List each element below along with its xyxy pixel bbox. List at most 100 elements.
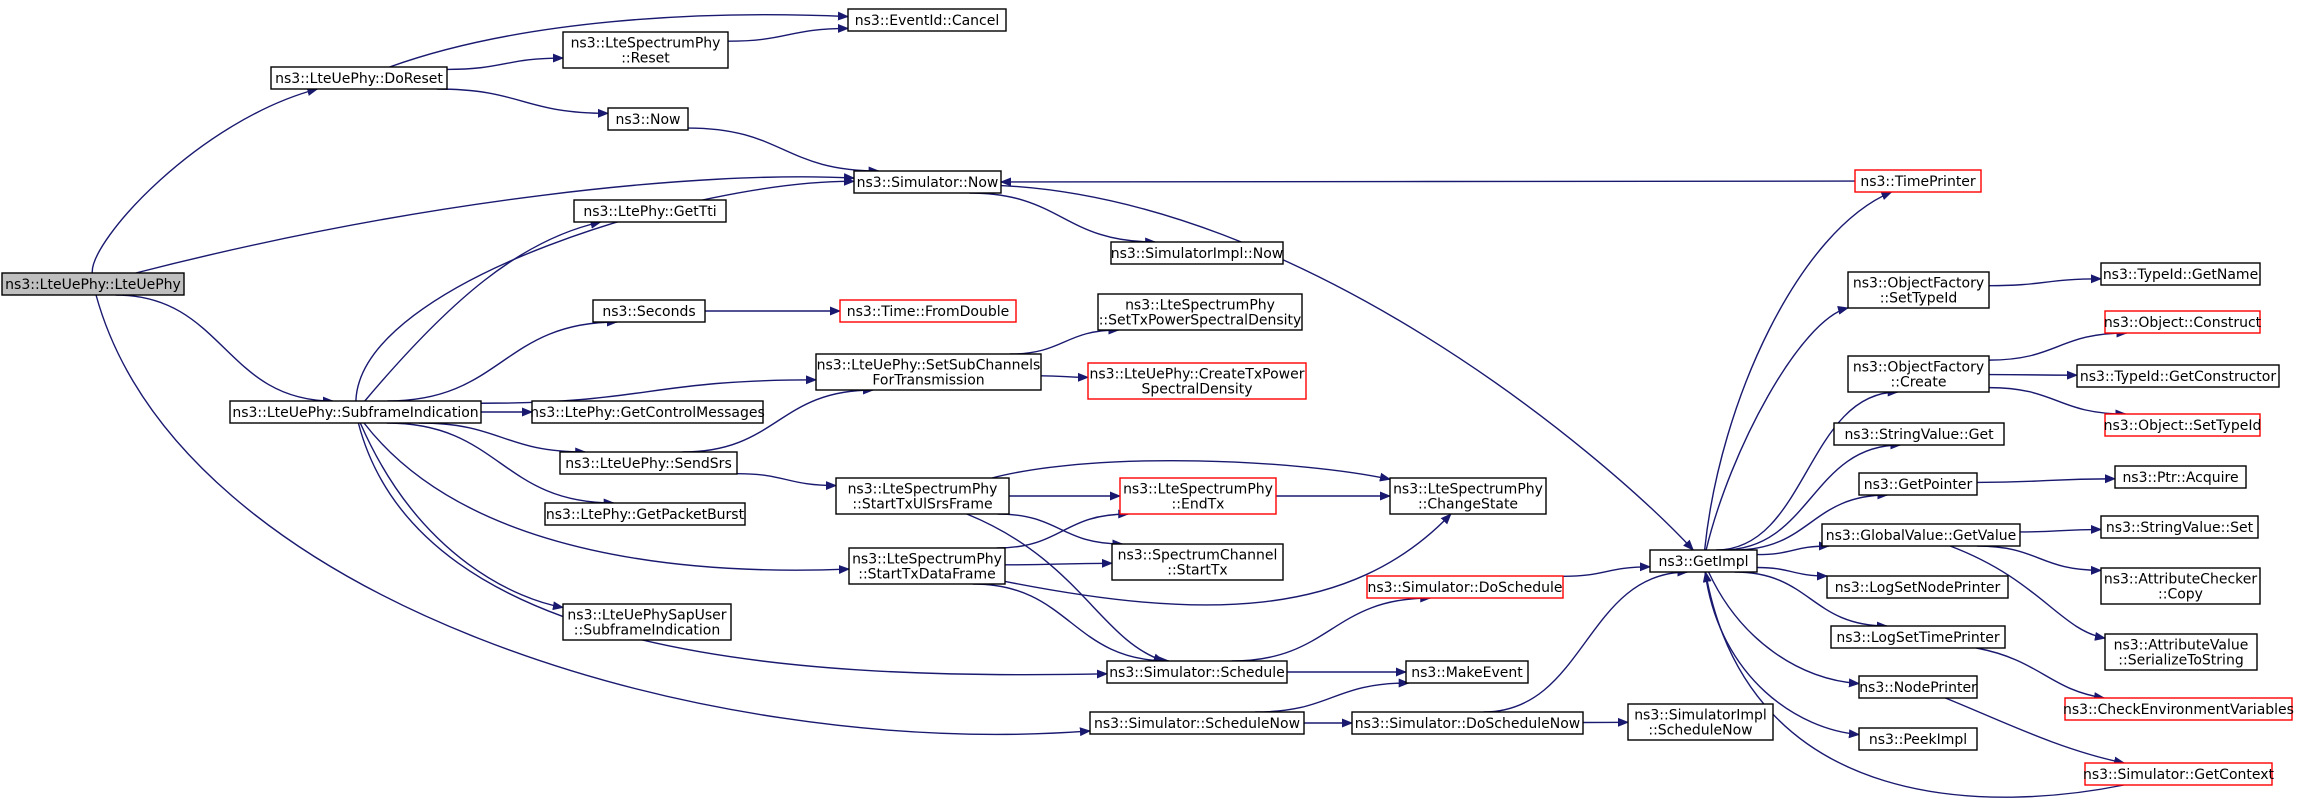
node-label: ns3::LteUePhy::SubframeIndication <box>232 405 478 421</box>
node-label: ns3::LtePhy::GetControlMessages <box>530 405 765 421</box>
node-strvalset[interactable]: ns3::StringValue::Set <box>2100 515 2259 539</box>
edge-sendsrs-to-setsubch <box>682 385 875 453</box>
edge-getimpl-to-lognodeprinter <box>1756 566 1829 581</box>
node-box <box>1854 169 1982 193</box>
node-root[interactable]: ns3::LteUePhy::LteUePhy <box>1 272 185 296</box>
node-starttxul[interactable]: ns3::LteSpectrumPhy::StartTxUlSrsFrame <box>835 477 1010 515</box>
node-fromdouble[interactable]: ns3::Time::FromDouble <box>839 299 1017 323</box>
node-makeevent[interactable]: ns3::MakeEvent <box>1405 660 1529 684</box>
node-strvalget[interactable]: ns3::StringValue::Get <box>1833 422 2005 446</box>
node-objconstruct[interactable]: ns3::Object::Construct <box>2104 310 2262 334</box>
node-objsettypeid[interactable]: ns3::Object::SetTypeId <box>2104 413 2262 437</box>
node-seconds[interactable]: ns3::Seconds <box>592 299 706 323</box>
node-subframe[interactable]: ns3::LteUePhy::SubframeIndication <box>229 400 482 424</box>
node-schedule[interactable]: ns3::Simulator::Schedule <box>1106 660 1288 684</box>
edge-ofsettypeid-to-typeidgetname <box>1988 274 2103 287</box>
node-createtxpsd[interactable]: ns3::LteUePhy::CreateTxPowerSpectralDens… <box>1087 362 1307 400</box>
node-specreset[interactable]: ns3::LteSpectrumPhy::Reset <box>562 31 729 69</box>
edge-subframe-to-sapuser <box>359 422 565 611</box>
node-label: ns3::LteUePhy::DoReset <box>275 71 443 87</box>
node-attrcopy[interactable]: ns3::AttributeChecker::Copy <box>2100 567 2261 605</box>
edge-setsubch-to-createtxpsd <box>1040 372 1090 382</box>
node-label: ns3::LtePhy::GetPacketBurst <box>546 507 745 523</box>
node-label: ns3::LteUePhy::CreateTxPower <box>1090 367 1305 383</box>
node-box <box>815 353 1042 391</box>
node-box <box>607 107 689 131</box>
node-box <box>2064 697 2293 721</box>
edge-root-to-simnow <box>135 173 856 274</box>
node-getctrl[interactable]: ns3::LtePhy::GetControlMessages <box>530 400 765 424</box>
node-checkenv[interactable]: ns3::CheckEnvironmentVariables <box>2063 697 2294 721</box>
node-getimpl[interactable]: ns3::GetImpl <box>1649 549 1758 573</box>
node-simnow[interactable]: ns3::Simulator::Now <box>853 170 1002 194</box>
edge-subframe-to-seconds <box>387 317 619 402</box>
node-changestate[interactable]: ns3::LteSpectrumPhy::ChangeState <box>1389 477 1547 515</box>
node-settxpsd[interactable]: ns3::LteSpectrumPhy::SetTxPowerSpectralD… <box>1097 293 1303 331</box>
node-logtimeprinter[interactable]: ns3::LogSetTimePrinter <box>1830 625 2006 649</box>
node-label: ns3::LogSetTimePrinter <box>1836 630 2000 646</box>
node-nodeprinter[interactable]: ns3::NodePrinter <box>1858 675 1978 699</box>
node-gvgetvalue[interactable]: ns3::GlobalValue::GetValue <box>1821 523 2021 547</box>
node-specchan[interactable]: ns3::SpectrumChannel::StartTx <box>1111 543 1284 581</box>
node-doreset[interactable]: ns3::LteUePhy::DoReset <box>270 66 448 90</box>
node-box <box>2104 633 2258 671</box>
node-typeidgetname[interactable]: ns3::TypeId::GetName <box>2100 262 2261 286</box>
node-endtx[interactable]: ns3::LteSpectrumPhy::EndTx <box>1119 477 1277 515</box>
node-implschednow[interactable]: ns3::SimulatorImpl::ScheduleNow <box>1627 703 1774 741</box>
edge-starttxdata-to-changestate <box>1004 513 1452 606</box>
node-box <box>531 400 764 424</box>
node-ofsettypeid[interactable]: ns3::ObjectFactory::SetTypeId <box>1847 271 1990 309</box>
node-doschedulenow[interactable]: ns3::Simulator::DoScheduleNow <box>1351 711 1584 735</box>
node-getconstructor[interactable]: ns3::TypeId::GetConstructor <box>2076 364 2280 388</box>
node-label: ns3::LteSpectrumPhy <box>1393 482 1543 498</box>
node-doschedule[interactable]: ns3::Simulator::DoSchedule <box>1366 575 1564 599</box>
edge-nodeprinter-to-getcontext <box>1945 697 2126 766</box>
node-ofcreate[interactable]: ns3::ObjectFactory::Create <box>1847 355 1990 393</box>
node-attrserial[interactable]: ns3::AttributeValue::SerializeToString <box>2104 633 2258 671</box>
edge-doschedule-to-getimpl <box>1562 562 1652 578</box>
node-label: ::Reset <box>621 51 670 67</box>
edge-root-to-schedulenow <box>95 294 1092 737</box>
node-sapuser[interactable]: ns3::LteUePhySapUser::SubframeIndication <box>562 603 732 641</box>
node-sendsrs[interactable]: ns3::LteUePhy::SendSrs <box>559 451 738 475</box>
node-simimplnow[interactable]: ns3::SimulatorImpl::Now <box>1110 241 1284 265</box>
node-label: ::ChangeState <box>1418 497 1518 513</box>
node-label: ForTransmission <box>872 373 984 389</box>
edge-getimpl-to-ofsettypeid <box>1705 306 1850 551</box>
edge-specreset-to-cancel <box>727 23 850 42</box>
node-box <box>1858 472 1978 496</box>
node-label: ns3::Now <box>616 112 681 128</box>
edge-getcontext-to-getimpl <box>1702 570 2125 798</box>
node-label: ns3::GlobalValue::GetValue <box>1826 528 2016 544</box>
node-lognodeprinter[interactable]: ns3::LogSetNodePrinter <box>1826 575 2009 599</box>
node-ptracquire[interactable]: ns3::Ptr::Acquire <box>2114 465 2247 489</box>
node-schedulenow[interactable]: ns3::Simulator::ScheduleNow <box>1089 711 1305 735</box>
edge-subframe-to-gettti <box>364 219 602 402</box>
node-box <box>2114 465 2247 489</box>
node-starttxdata[interactable]: ns3::LteSpectrumPhy::StartTxDataFrame <box>848 547 1006 585</box>
node-now[interactable]: ns3::Now <box>607 107 689 131</box>
node-box <box>835 477 1010 515</box>
node-box <box>1821 523 2021 547</box>
node-setsubch[interactable]: ns3::LteUePhy::SetSubChannelsForTransmis… <box>815 353 1042 391</box>
node-box <box>2100 567 2261 605</box>
node-getcontext[interactable]: ns3::Simulator::GetContext <box>2083 762 2275 786</box>
node-cancel[interactable]: ns3::EventId::Cancel <box>847 8 1007 32</box>
edge-getimpl-to-strvalget <box>1722 440 1902 551</box>
node-box <box>270 66 448 90</box>
edge-gvgetvalue-to-strvalset <box>2019 524 2103 534</box>
node-label: ns3::LtePhy::GetTti <box>583 204 716 220</box>
node-label: ::Create <box>1891 375 1947 391</box>
node-getpacket[interactable]: ns3::LtePhy::GetPacketBurst <box>544 502 746 526</box>
edge-doreset-to-cancel <box>389 11 850 68</box>
node-box <box>1858 675 1978 699</box>
edge-starttxdata-to-endtx <box>996 509 1130 549</box>
node-peekimpl[interactable]: ns3::PeekImpl <box>1858 727 1978 751</box>
node-box <box>1110 241 1284 265</box>
edge-ofcreate-to-getconstructor <box>1988 370 2079 380</box>
node-timeprinter[interactable]: ns3::TimePrinter <box>1854 169 1982 193</box>
node-label: ns3::Object::SetTypeId <box>2104 418 2262 434</box>
node-gettti[interactable]: ns3::LtePhy::GetTti <box>573 199 727 223</box>
node-getpointer[interactable]: ns3::GetPointer <box>1858 472 1978 496</box>
node-label: ns3::StringValue::Set <box>2106 520 2254 536</box>
